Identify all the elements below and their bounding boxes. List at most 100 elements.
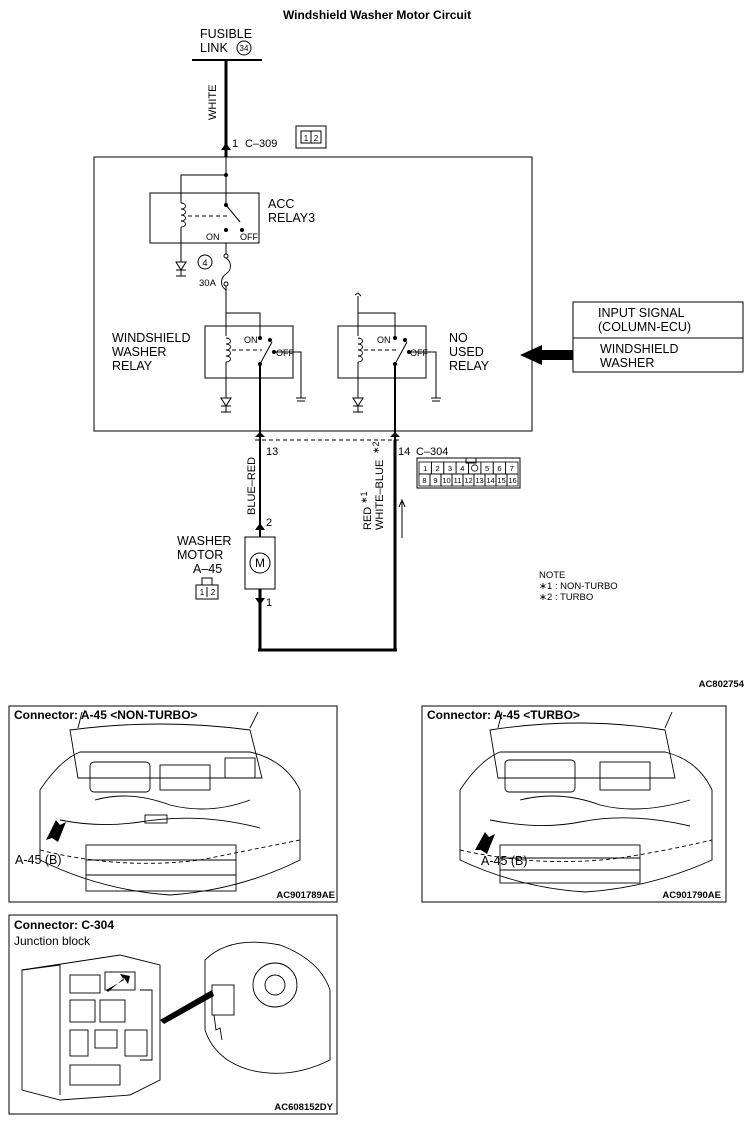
note-title: NOTE — [539, 570, 565, 581]
washer-relay-ground-symbol — [220, 397, 232, 413]
note-2: ∗2 : TURBO — [539, 592, 593, 603]
panel-nonturbo — [8, 705, 338, 903]
acc-relay-on: ON — [206, 232, 220, 242]
fusible-link-number-circle — [236, 40, 252, 56]
c304-pin-label: 4 — [460, 464, 464, 473]
unused-relay-off: OFF — [410, 348, 428, 358]
c304-pin-cell — [468, 461, 482, 475]
panel-turbo-code: AC901790AE — [662, 890, 721, 901]
white-wire-label: WHITE — [207, 85, 219, 120]
panel-junction — [8, 914, 338, 1115]
unused-relay-label-3: RELAY — [449, 359, 490, 373]
unused-relay-label-2: USED — [449, 345, 484, 359]
panel-nonturbo-title: Connector: A-45 <NON-TURBO> — [14, 708, 198, 722]
fusible-link-label-2: LINK — [200, 41, 228, 55]
c304-name: C–304 — [416, 446, 448, 458]
junction-block-illustration — [21, 941, 331, 1101]
fuse-number: 4 — [202, 258, 207, 268]
c304-pin-label: 10 — [442, 476, 450, 485]
washer-motor-id: A–45 — [193, 562, 222, 576]
c304-pin-label: 8 — [422, 476, 426, 485]
input-signal-label-4: WASHER — [600, 356, 654, 370]
fuse-rating: 30A — [199, 278, 217, 289]
c304-pin-label: 15 — [497, 476, 505, 485]
input-signal-arrow — [520, 345, 573, 365]
input-signal-box — [572, 301, 744, 373]
c304-pin-cell — [506, 473, 519, 487]
acc-relay-off: OFF — [240, 232, 258, 242]
c304-pin-label: 16 — [508, 476, 516, 485]
input-signal-label-2: (COLUMN-ECU) — [598, 320, 691, 334]
c304-pin-label: 9 — [433, 476, 437, 485]
fusible-link-label: FUSIBLE — [200, 27, 252, 41]
c304-pin-label: 14 — [486, 476, 494, 485]
note-1: ∗1 : NON-TURBO — [539, 581, 618, 592]
unused-relay-label: NO — [449, 331, 468, 345]
c309-pin: 1 — [232, 138, 238, 150]
c304-pin-label: 11 — [454, 476, 462, 485]
washer-relay-off-ground — [296, 397, 306, 402]
c304-key-slot — [471, 464, 479, 472]
c309-connector-icon: 1 2 — [295, 125, 327, 149]
panel-nonturbo-callout: A-45 (B) — [15, 853, 62, 867]
c304-connector-icon — [416, 457, 521, 489]
acc-relay-ground-symbol — [175, 261, 187, 277]
motor-icon — [249, 552, 271, 574]
wire-color-labels: RED ∗1 WHITE–BLUE ∗2 — [359, 441, 386, 530]
diagram-code: AC802754 — [699, 679, 745, 690]
svg-text:M: M — [255, 556, 265, 570]
c304-pin-label: 2 — [435, 464, 439, 473]
panel-junction-subtitle: Junction block — [14, 934, 91, 948]
c304-pin-label: 6 — [497, 464, 501, 473]
unused-relay-ground-symbol — [352, 397, 364, 413]
input-signal-label-3: WINDSHIELD — [600, 342, 678, 356]
panel-turbo-title: Connector: A-45 <TURBO> — [427, 708, 580, 722]
panel-turbo-callout: A-45 (B) — [481, 854, 528, 868]
washer-relay-label-2: WASHER — [112, 345, 166, 359]
footnote-mark-2: ∗2 — [371, 441, 381, 454]
white-blue-wire-label: WHITE–BLUE — [374, 460, 386, 530]
diagram-title: Windshield Washer Motor Circuit — [283, 8, 471, 22]
engine-bay-nonturbo-illustration — [39, 711, 301, 896]
panel-turbo — [421, 705, 727, 903]
motor-pin-2: 2 — [266, 517, 272, 529]
panel-junction-title: Connector: C-304 — [14, 918, 114, 932]
acc-relay-box — [149, 192, 260, 244]
a45-pin-1: 1 — [200, 588, 205, 597]
c304-pin-label: 13 — [475, 476, 483, 485]
washer-motor-label-2: MOTOR — [177, 548, 223, 562]
unused-relay-on: ON — [377, 335, 391, 345]
acc-relay-coil — [180, 202, 186, 228]
blue-red-wire-label: BLUE–RED — [246, 457, 258, 515]
acc-relay-label-2: RELAY3 — [268, 211, 315, 225]
washer-relay-coil — [225, 337, 231, 363]
fuse-element — [221, 257, 231, 291]
connector-arrow-c309 — [221, 143, 231, 150]
c304-pin-label: 7 — [510, 464, 514, 473]
washer-motor-label: WASHER — [177, 534, 231, 548]
fuse-number-circle — [197, 254, 213, 270]
c304-pin-14: 14 — [398, 446, 410, 458]
panel-nonturbo-code: AC901789AE — [276, 890, 335, 901]
washer-relay-on: ON — [244, 335, 258, 345]
c309-pin-1: 1 — [304, 134, 309, 143]
fusible-link-number: 34 — [240, 44, 249, 53]
washer-relay-label-3: RELAY — [112, 359, 153, 373]
footnote-mark-1: ∗1 — [359, 491, 369, 504]
motor-pin-1: 1 — [266, 597, 272, 609]
c304-pin-label: 1 — [423, 464, 427, 473]
input-signal-label: INPUT SIGNAL — [598, 306, 685, 320]
acc-relay-label: ACC — [268, 197, 294, 211]
unused-relay-coil — [357, 337, 363, 363]
a45-connector-icon: 1 2 — [195, 577, 219, 600]
a45-pin-2: 2 — [211, 588, 216, 597]
engine-bay-turbo-illustration — [459, 711, 713, 893]
c304-pin-13: 13 — [266, 446, 278, 458]
c304-pin-label: 5 — [485, 464, 489, 473]
c304-pin-label: 12 — [464, 476, 472, 485]
c309-name: C–309 — [245, 138, 277, 150]
unused-relay-off-ground — [431, 397, 441, 402]
relay-box-frame — [93, 156, 533, 432]
